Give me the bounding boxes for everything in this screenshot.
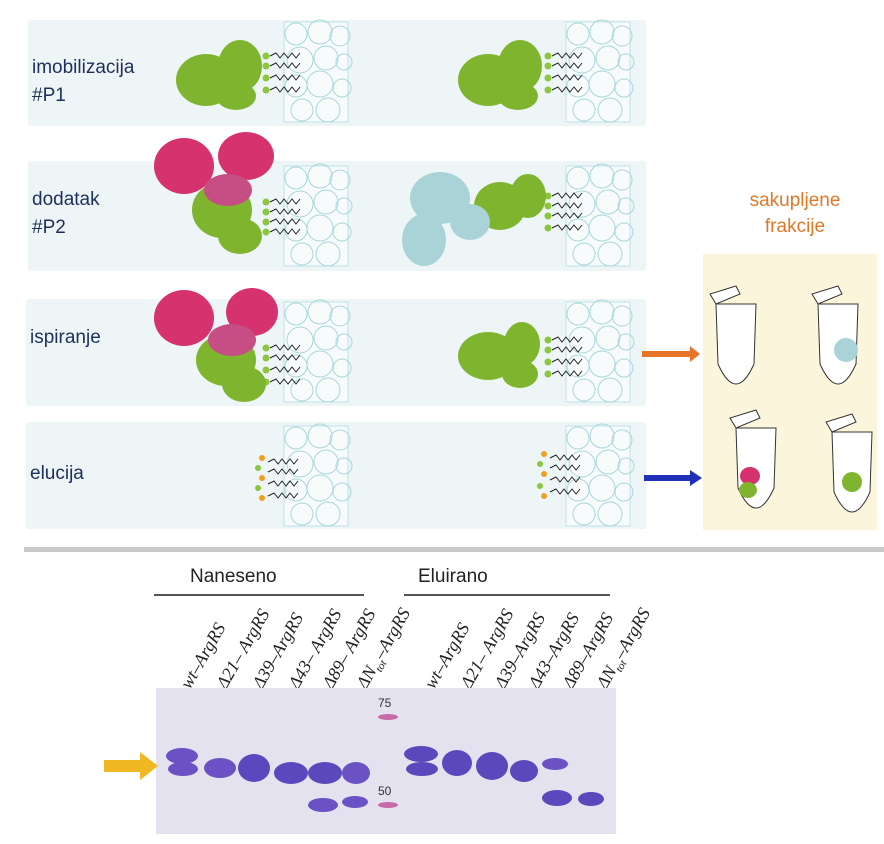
gel-band: [406, 762, 438, 776]
gel-band: [442, 750, 472, 776]
gel-band: [542, 758, 568, 770]
tube-content-pink: [740, 467, 760, 485]
step-label-elution: elucija: [30, 463, 84, 484]
gel-eluted-heading: Eluirano: [418, 566, 488, 587]
step-label-addition: dodatak #P2: [32, 189, 100, 238]
gel-band: [238, 754, 270, 782]
gel-band: [476, 752, 508, 780]
gel-band: [204, 758, 236, 778]
sds-page-gel: [156, 688, 616, 834]
yellow-arrow: [104, 752, 158, 780]
eluted-tags: [255, 451, 547, 501]
tube-content-green: [739, 482, 757, 498]
gel-loaded-heading: Naneseno: [190, 566, 277, 587]
marker-band-75: [378, 714, 398, 720]
gel-band: [274, 762, 308, 784]
gel-band: [542, 790, 572, 806]
gel-band: [342, 796, 368, 808]
marker-band-50: [378, 802, 398, 808]
gel-eluted-rule: [404, 594, 610, 596]
gel-loaded-rule: [154, 594, 364, 596]
gel-band: [166, 748, 198, 764]
marker-label-75: 75: [378, 696, 392, 710]
step-label-wash: ispiranje: [30, 327, 101, 348]
gel-band: [510, 760, 538, 782]
protein-p2-blue: [402, 172, 490, 266]
collected-fractions-title: sakupljene frakcije: [749, 190, 841, 237]
gel-band: [404, 746, 438, 762]
section-divider: [24, 547, 884, 552]
tube-content-green: [842, 472, 862, 492]
gel-band: [578, 792, 604, 806]
step-label-immobilization: imobilizacija #P1: [32, 57, 135, 106]
gel-band: [342, 762, 370, 784]
protein-p2-pink: [154, 132, 278, 356]
gel-band: [308, 762, 342, 784]
tube-content-blue: [834, 338, 858, 362]
gel-band: [168, 762, 198, 776]
blue-arrow: [644, 470, 702, 486]
gel-band: [308, 798, 338, 812]
marker-label-50: 50: [378, 784, 392, 798]
affinity-tags: [262, 52, 552, 386]
orange-arrow: [642, 346, 700, 362]
